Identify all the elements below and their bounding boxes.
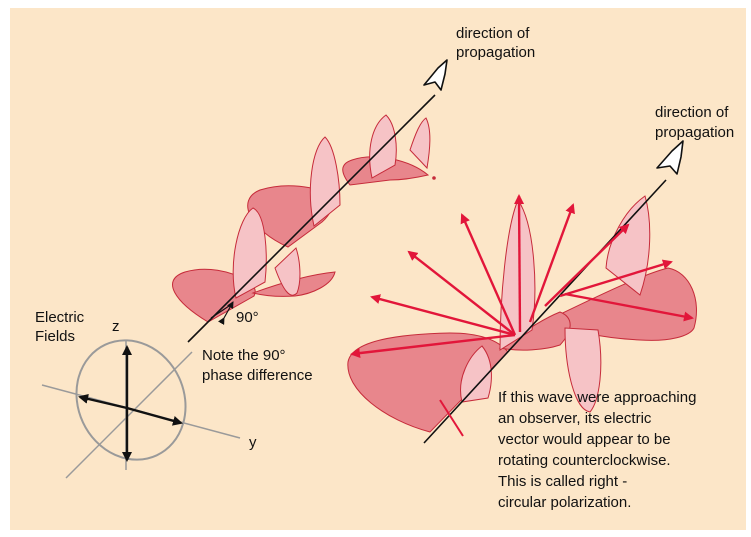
electric-fields-label-line1: Electric [35, 309, 85, 326]
electric-fields-label-line2: Fields [35, 328, 75, 345]
field-vector-9 [564, 292, 694, 322]
direction-label-right-line2: propagation [655, 124, 734, 141]
direction-label-right-line1: direction of [655, 104, 729, 121]
field-vector-4 [460, 213, 517, 336]
field-vector-5 [514, 194, 525, 333]
left-propagation-axis [187, 94, 436, 343]
field-vector-6 [528, 203, 575, 323]
field-vector-3 [407, 250, 516, 336]
right-propagation-arrow [656, 140, 684, 175]
caption-line-3: vector would appear to be [498, 431, 671, 448]
left-propagation-arrow [423, 59, 448, 91]
field-vector-1 [350, 333, 516, 359]
left-wave-light-lobe-3 [309, 136, 341, 227]
caption-line-4: rotating counterclockwise. [498, 452, 671, 469]
caption-line-5: This is called right - [498, 473, 627, 490]
note-label-line1: Note the 90° [202, 347, 286, 364]
right-wave-light-lobe-1 [460, 345, 492, 403]
phase-angle-label: 90° [236, 309, 259, 326]
electric-fields-axes [41, 339, 241, 479]
axis-z-label: z [112, 318, 120, 335]
polarization-circle [75, 339, 187, 461]
note-label-line2: phase difference [202, 367, 313, 384]
direction-label-left-line2: propagation [456, 44, 535, 61]
axis-x-line [65, 351, 193, 479]
left-wave-light-lobe-1 [232, 207, 267, 299]
caption-line-2: an observer, its electric [498, 410, 652, 427]
left-wave-group [172, 114, 436, 323]
left-wave-light-lobe-2 [274, 247, 301, 296]
field-vector-7 [544, 223, 630, 307]
left-wave-end-dot [432, 176, 436, 180]
field-vector-horizontal-right [126, 406, 183, 426]
field-vector-2 [370, 294, 516, 337]
direction-label-left-line1: direction of [456, 25, 530, 42]
phase-marker-arrow [218, 301, 234, 325]
electric-field-vectors [350, 194, 694, 437]
caption-line-6: circular polarization. [498, 494, 631, 511]
field-vector-horizontal-left [78, 393, 128, 410]
axis-y-label: y [249, 434, 257, 451]
field-vector-8 [559, 259, 673, 298]
right-wave-light-lobe-3 [564, 327, 602, 413]
field-vector-10 [439, 399, 464, 437]
caption-line-1: If this wave were approaching [498, 389, 696, 406]
left-wave-light-lobe-5 [409, 117, 431, 170]
